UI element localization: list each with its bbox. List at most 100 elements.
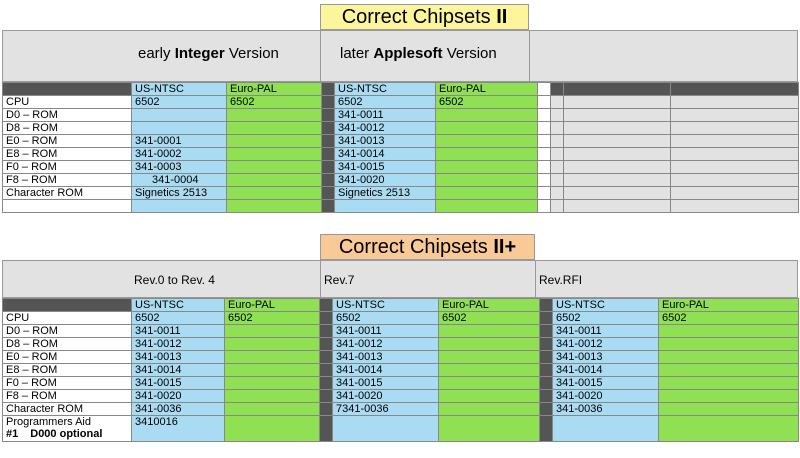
rev0-pal-cell	[224, 324, 320, 338]
separator-cell	[319, 363, 333, 377]
separator-cell	[321, 147, 335, 161]
row-label: D8 – ROM	[2, 121, 132, 135]
early-ntsc-cell: 341-0002	[131, 147, 227, 161]
separator-cell	[319, 389, 333, 403]
revrfi-ntsc-cell: 341-0036	[552, 402, 659, 416]
separator-cell	[539, 415, 553, 442]
rev0-pal-cell	[224, 376, 320, 390]
later-ntsc-cell	[334, 199, 436, 213]
blank-cell	[537, 82, 551, 96]
separator-cell	[539, 376, 553, 390]
early-version-heading: early Integer Version	[138, 45, 279, 62]
revrfi-ntsc-cell: 341-0012	[552, 337, 659, 351]
rev7-ntsc-cell: 7341-0036	[332, 402, 439, 416]
section2-table: US-NTSC Euro-PAL US-NTSC Euro-PAL US-NTS…	[2, 298, 799, 442]
later-ntsc-cell: 341-0020	[334, 173, 436, 187]
blank-cell	[537, 134, 551, 148]
later-ntsc-cell: Signetics 2513	[334, 186, 436, 200]
separator-cell	[321, 95, 335, 109]
blank-gray-cell	[563, 134, 671, 148]
separator-cell	[539, 402, 553, 416]
blank-cell	[537, 147, 551, 161]
row-label: CPU	[2, 95, 132, 109]
blank-gray-cell	[550, 160, 564, 174]
later-version-heading: later Applesoft Version	[340, 45, 497, 62]
early-ntsc-cell	[131, 199, 227, 213]
blank-cell	[537, 199, 551, 213]
rev0-ntsc-cell: 6502	[131, 311, 225, 325]
early-pal-cell: 6502	[226, 95, 322, 109]
rev7-ntsc-cell: 6502	[332, 311, 439, 325]
blank-gray-cell	[670, 95, 799, 109]
blank-gray-cell	[670, 160, 799, 174]
section1-header-row: US-NTSC Euro-PAL US-NTSC Euro-PAL	[2, 82, 799, 96]
revrfi-ntsc-cell: 341-0014	[552, 363, 659, 377]
blank-gray-cell	[550, 134, 564, 148]
separator-cell	[321, 82, 335, 96]
row-label: E8 – ROM	[2, 363, 132, 377]
rev7-pal-cell	[438, 376, 540, 390]
col-us-ntsc: US-NTSC	[131, 82, 227, 96]
separator-cell	[321, 134, 335, 148]
revrfi-ntsc-cell: 341-0015	[552, 376, 659, 390]
early-ntsc-cell: 341-0001	[131, 134, 227, 148]
blank-gray-cell	[670, 134, 799, 148]
section1-table: US-NTSC Euro-PAL US-NTSC Euro-PAL CPU 650…	[2, 82, 799, 213]
blank-gray-cell	[563, 173, 671, 187]
separator-cell	[539, 298, 553, 312]
col-euro-pal: Euro-PAL	[226, 82, 322, 96]
separator-cell	[539, 337, 553, 351]
section1-row	[2, 199, 799, 213]
blank-gray-cell	[563, 108, 671, 122]
row-label: E0 – ROM	[2, 350, 132, 364]
later-bold: Applesoft	[373, 45, 443, 62]
rev0-pal-cell	[224, 363, 320, 377]
separator-cell	[319, 376, 333, 390]
blank-gray-cell	[550, 108, 564, 122]
blank-gray-cell	[670, 199, 799, 213]
revrfi-ntsc-cell: 341-0013	[552, 350, 659, 364]
rev7-ntsc-cell: 341-0011	[332, 324, 439, 338]
rev7-ntsc-cell: 341-0012	[332, 337, 439, 351]
later-ntsc-cell: 341-0015	[334, 160, 436, 174]
rev0-pal-cell	[224, 337, 320, 351]
rev0-ntsc-cell: 341-0020	[131, 389, 225, 403]
blank-dark-cell	[670, 82, 799, 96]
separator-cell	[321, 186, 335, 200]
later-pal-cell	[435, 199, 538, 213]
separator-cell	[539, 389, 553, 403]
separator-cell	[319, 298, 333, 312]
separator-cell	[539, 324, 553, 338]
rev7-pal-cell	[438, 402, 540, 416]
section2-divider-2	[535, 260, 536, 298]
separator-cell	[539, 363, 553, 377]
blank-cell	[537, 95, 551, 109]
rev7-pal-cell	[438, 350, 540, 364]
later-ntsc-cell: 341-0012	[334, 121, 436, 135]
row-label: Character ROM	[2, 186, 132, 200]
early-ntsc-cell: 341-0004	[131, 173, 227, 187]
early-pal-cell	[226, 199, 322, 213]
section1-title: Correct Chipsets II	[320, 4, 529, 30]
blank-gray-cell	[563, 199, 671, 213]
blank-cell	[537, 108, 551, 122]
blank-gray-cell	[550, 147, 564, 161]
blank-gray-cell	[670, 186, 799, 200]
later-pal-cell: 6502	[435, 95, 538, 109]
revrfi-ntsc-cell	[552, 415, 659, 442]
revrfi-heading: Rev.RFI	[539, 273, 583, 287]
separator-cell	[539, 350, 553, 364]
separator-cell	[539, 311, 553, 325]
rev0-ntsc-cell: 341-0012	[131, 337, 225, 351]
revrfi-ntsc-cell: 341-0020	[552, 389, 659, 403]
blank-gray-cell	[550, 95, 564, 109]
